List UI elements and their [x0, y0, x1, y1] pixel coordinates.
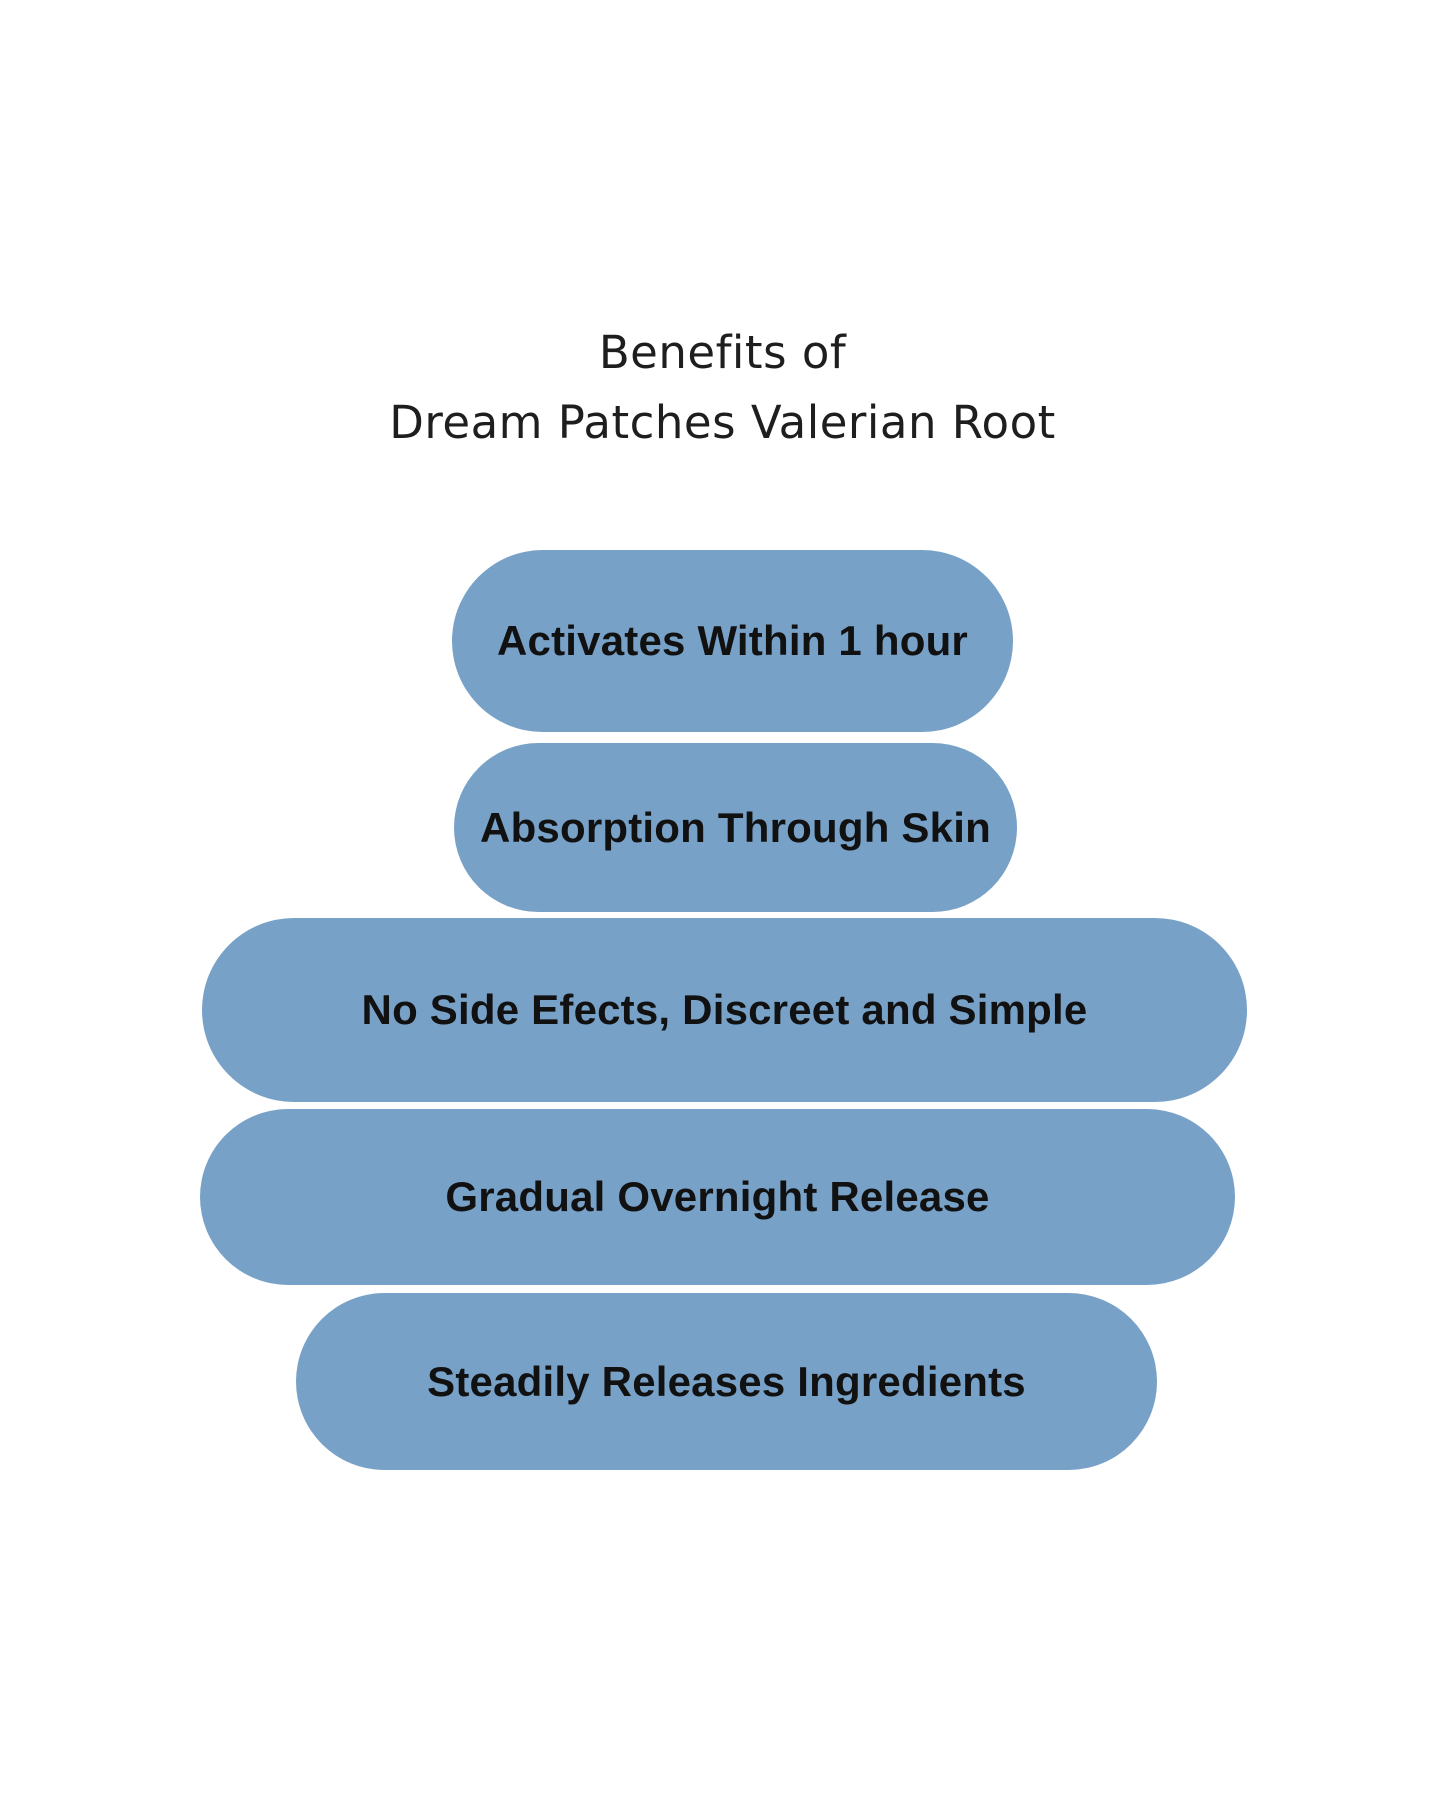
page-title-line-1: Benefits of — [598, 326, 847, 379]
benefit-pill-gradual-release: Gradual Overnight Release — [200, 1109, 1235, 1285]
benefit-pill-no-side-effects: No Side Efects, Discreet and Simple — [202, 918, 1247, 1102]
benefit-pill-label: Steadily Releases Ingredients — [427, 1357, 1026, 1405]
benefit-pill-label: No Side Efects, Discreet and Simple — [361, 986, 1088, 1033]
benefit-pill-steady-release: Steadily Releases Ingredients — [296, 1293, 1157, 1470]
page-title-line-2: Dream Patches Valerian Root — [389, 396, 1056, 449]
benefit-pill-label: Activates Within 1 hour — [497, 617, 968, 664]
page-title: Benefits of Dream Patches Valerian Root — [0, 318, 1445, 458]
benefit-pill-label: Gradual Overnight Release — [445, 1173, 990, 1220]
benefit-pill-absorption: Absorption Through Skin — [454, 743, 1017, 912]
benefit-pill-activates: Activates Within 1 hour — [452, 550, 1013, 732]
benefit-pill-label: Absorption Through Skin — [480, 803, 991, 851]
